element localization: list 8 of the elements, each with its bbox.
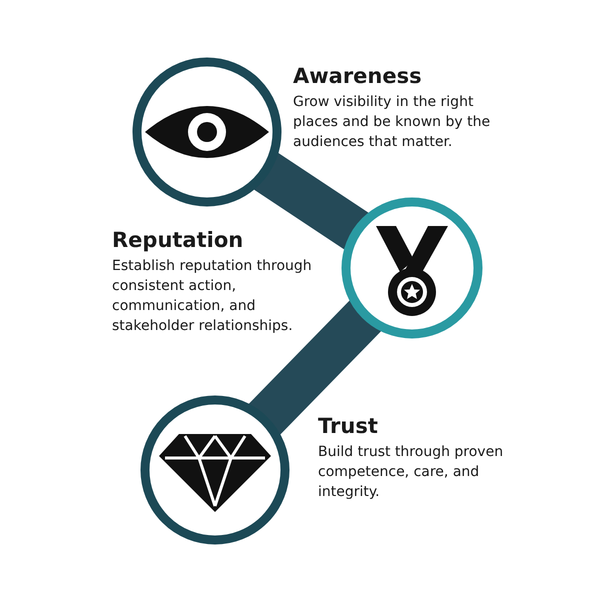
heading: Awareness — [293, 64, 422, 88]
heading: Reputation — [112, 228, 244, 252]
connector-band — [253, 152, 370, 250]
description: Establish reputation through consistent action, communication, and stakeholder relationships. — [112, 257, 312, 336]
description: Build trust through proven competence, care, and integrity. — [318, 443, 504, 502]
connector-band — [248, 300, 382, 436]
heading: Trust — [318, 414, 378, 438]
description: Grow visibility in the right places and be known by the audiences that matter. — [293, 93, 492, 152]
